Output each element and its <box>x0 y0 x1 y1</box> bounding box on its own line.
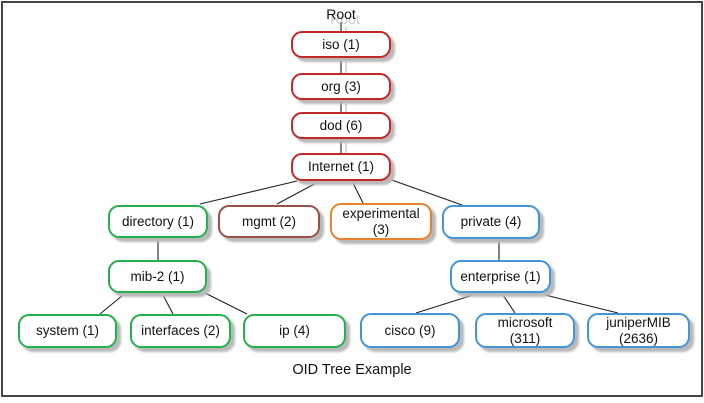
edge-enterprise-cisco <box>415 294 474 314</box>
node-internet: Internet (1) <box>291 153 391 181</box>
node-private: private (4) <box>442 205 540 239</box>
diagram-caption: OID Tree Example <box>292 362 412 378</box>
edge-internet-experimental <box>351 180 364 204</box>
node-junipermib: juniperMIB (2636) <box>587 313 690 348</box>
node-interfaces: interfaces (2) <box>130 314 231 348</box>
edge-mib2-ip <box>204 292 248 315</box>
node-iso: iso (1) <box>291 31 391 58</box>
node-mib2: mib-2 (1) <box>108 260 207 293</box>
node-system: system (1) <box>18 314 117 348</box>
edge-internet-mgmt <box>276 180 321 205</box>
edge-enterprise-junipermib <box>532 291 619 314</box>
edge-mib2-interfaces <box>162 294 174 315</box>
node-root-label: Root <box>326 6 356 22</box>
edge-mib2-system <box>99 294 124 315</box>
node-ip: ip (4) <box>243 314 346 348</box>
edge-enterprise-microsoft <box>502 294 516 314</box>
node-directory: directory (1) <box>108 205 208 238</box>
node-microsoft: microsoft (311) <box>475 313 575 348</box>
edge-internet-directory <box>199 180 298 205</box>
node-mgmt: mgmt (2) <box>218 205 320 238</box>
connector-black-lines <box>99 22 619 315</box>
edge-internet-private <box>388 178 463 206</box>
node-enterprise: enterprise (1) <box>450 260 551 293</box>
node-experimental: experimental (3) <box>330 203 432 240</box>
node-org: org (3) <box>291 73 391 100</box>
node-cisco: cisco (9) <box>360 313 460 348</box>
node-dod: dod (6) <box>291 112 391 139</box>
